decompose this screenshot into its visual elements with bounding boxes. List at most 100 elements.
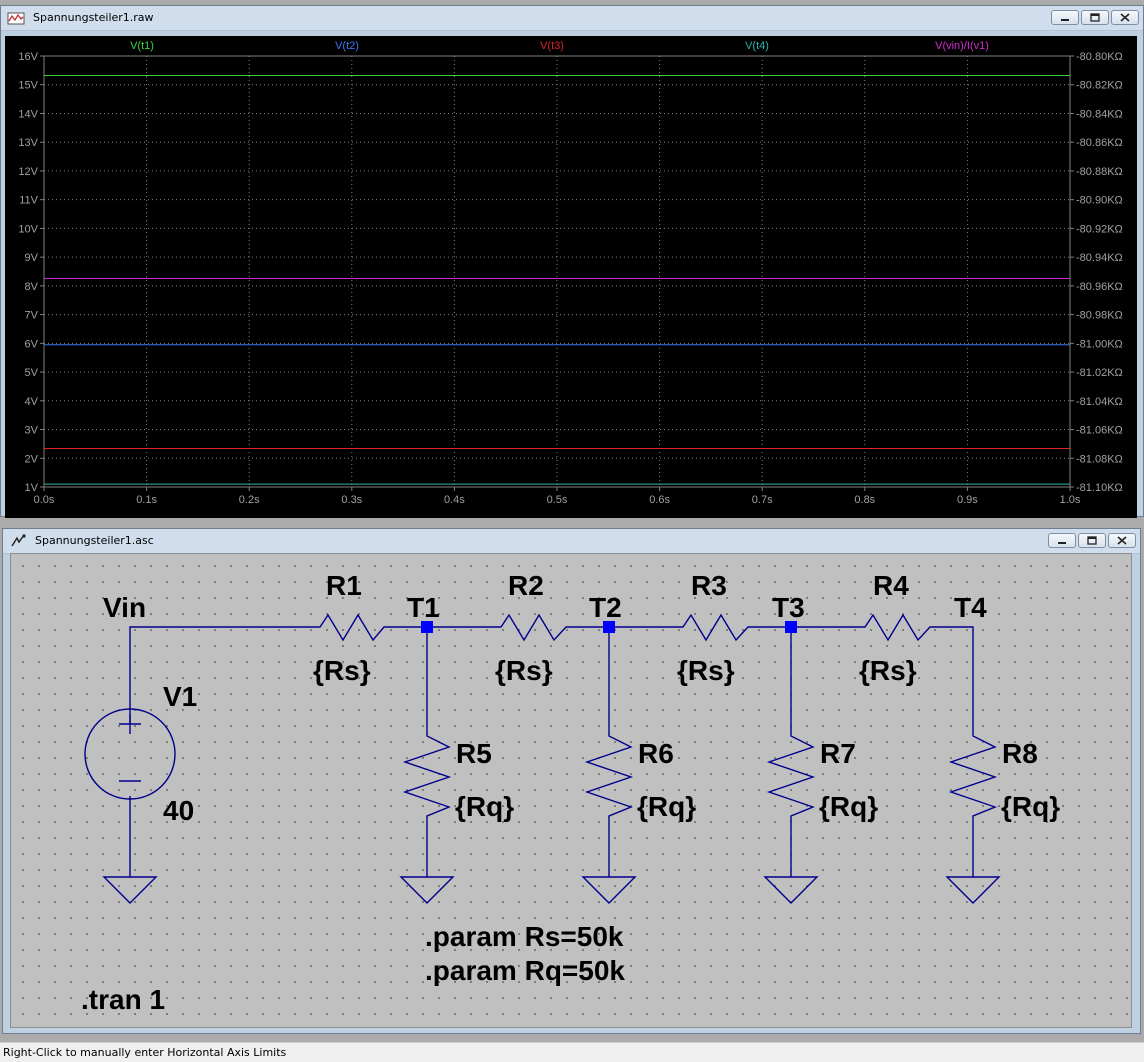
y-left-tick-label: 10V bbox=[18, 223, 38, 235]
resistor-r5[interactable] bbox=[402, 729, 452, 822]
restore-icon bbox=[1090, 13, 1100, 22]
label-r7[interactable]: R7 bbox=[820, 738, 856, 769]
restore-icon bbox=[1087, 536, 1097, 545]
y-right-tick-label: -81.08KΩ bbox=[1076, 453, 1123, 465]
waveform-viewer-icon bbox=[7, 12, 25, 25]
value-r8[interactable]: {Rq} bbox=[1001, 791, 1060, 822]
spice-directive-tran[interactable]: .tran 1 bbox=[81, 984, 165, 1015]
close-icon bbox=[1117, 536, 1127, 545]
close-button[interactable] bbox=[1111, 10, 1139, 25]
y-left-tick-label: 11V bbox=[19, 195, 38, 207]
close-button[interactable] bbox=[1108, 533, 1136, 548]
ground-icon bbox=[581, 876, 637, 904]
legend-v-vin-i-v1-: V(vin)/I(v1) bbox=[935, 40, 989, 52]
y-right-tick-label: -80.84KΩ bbox=[1076, 108, 1123, 120]
waveform-title-bar[interactable]: Spannungsteiler1.raw bbox=[1, 6, 1143, 31]
status-bar: Right-Click to manually enter Horizontal… bbox=[0, 1042, 1144, 1062]
y-left-tick-label: 4V bbox=[25, 396, 39, 408]
net-label-t3[interactable]: T3 bbox=[772, 592, 805, 623]
value-r2[interactable]: {Rs} bbox=[495, 655, 553, 686]
value-r7[interactable]: {Rq} bbox=[819, 791, 878, 822]
value-r4[interactable]: {Rs} bbox=[859, 655, 917, 686]
value-r1[interactable]: {Rs} bbox=[313, 655, 371, 686]
restore-button[interactable] bbox=[1081, 10, 1109, 25]
y-right-tick-label: -81.10KΩ bbox=[1076, 482, 1123, 494]
close-icon bbox=[1120, 13, 1130, 22]
value-r3[interactable]: {Rs} bbox=[677, 655, 735, 686]
net-label-vin[interactable]: Vin bbox=[103, 592, 146, 623]
plus-icon bbox=[119, 714, 141, 734]
value-r6[interactable]: {Rq} bbox=[637, 791, 696, 822]
x-tick-label: 0.5s bbox=[547, 494, 568, 506]
y-left-tick-label: 14V bbox=[18, 108, 38, 120]
label-r2[interactable]: R2 bbox=[508, 570, 544, 601]
minimize-button[interactable] bbox=[1051, 10, 1079, 25]
label-r6[interactable]: R6 bbox=[638, 738, 674, 769]
y-right-tick-label: -81.02KΩ bbox=[1076, 367, 1123, 379]
restore-button[interactable] bbox=[1078, 533, 1106, 548]
minimize-icon bbox=[1061, 18, 1069, 21]
y-right-tick-label: -80.94KΩ bbox=[1076, 252, 1123, 264]
x-tick-label: 0.1s bbox=[136, 494, 157, 506]
legend-v-t3-: V(t3) bbox=[540, 40, 564, 52]
value-v1[interactable]: 40 bbox=[163, 795, 194, 826]
label-v1[interactable]: V1 bbox=[163, 681, 197, 712]
label-r1[interactable]: R1 bbox=[326, 570, 362, 601]
schematic-canvas[interactable]: Vin R1 R2 R3 R4 T1 T2 T3 T4 {Rs} {Rs} {R… bbox=[10, 553, 1132, 1028]
junction-t1[interactable] bbox=[421, 621, 433, 633]
resistor-r7[interactable] bbox=[766, 729, 816, 822]
schematic-editor-icon bbox=[11, 534, 26, 547]
resistor-r3[interactable] bbox=[663, 613, 756, 642]
x-tick-label: 0.9s bbox=[957, 494, 978, 506]
label-r5[interactable]: R5 bbox=[456, 738, 492, 769]
value-r5[interactable]: {Rq} bbox=[455, 791, 514, 822]
schematic-window-title: Spannungsteiler1.asc bbox=[35, 534, 154, 547]
status-text: Right-Click to manually enter Horizontal… bbox=[3, 1046, 287, 1059]
spice-directive-param-rq[interactable]: .param Rq=50k bbox=[425, 955, 625, 986]
wire-vin[interactable] bbox=[129, 626, 301, 724]
schematic-drawing[interactable]: Vin R1 R2 R3 R4 T1 T2 T3 T4 {Rs} {Rs} {R… bbox=[11, 554, 1131, 1027]
label-r4[interactable]: R4 bbox=[873, 570, 909, 601]
y-left-tick-label: 13V bbox=[18, 137, 38, 149]
y-right-tick-label: -81.04KΩ bbox=[1076, 396, 1123, 408]
y-right-tick-label: -80.80KΩ bbox=[1076, 51, 1123, 63]
x-tick-label: 0.3s bbox=[341, 494, 362, 506]
y-left-tick-label: 1V bbox=[25, 482, 39, 494]
ground-icon bbox=[102, 876, 158, 904]
legend-v-t4-: V(t4) bbox=[745, 40, 769, 52]
net-label-t1[interactable]: T1 bbox=[407, 592, 440, 623]
label-r3[interactable]: R3 bbox=[691, 570, 727, 601]
y-right-tick-label: -80.82KΩ bbox=[1076, 80, 1123, 92]
x-tick-label: 0.8s bbox=[854, 494, 875, 506]
y-right-tick-label: -80.98KΩ bbox=[1076, 310, 1123, 322]
wire-r4-t4[interactable] bbox=[938, 626, 974, 729]
net-label-t4[interactable]: T4 bbox=[954, 592, 987, 623]
net-label-t2[interactable]: T2 bbox=[589, 592, 622, 623]
x-tick-label: 0.0s bbox=[34, 494, 55, 506]
y-right-tick-label: -80.88KΩ bbox=[1076, 166, 1123, 178]
y-right-tick-label: -80.86KΩ bbox=[1076, 137, 1123, 149]
y-left-tick-label: 3V bbox=[25, 425, 39, 437]
spice-directive-param-rs[interactable]: .param Rs=50k bbox=[425, 921, 624, 952]
ground-icon bbox=[399, 876, 455, 904]
schematic-title-bar[interactable]: Spannungsteiler1.asc bbox=[3, 529, 1140, 554]
x-tick-label: 0.2s bbox=[239, 494, 260, 506]
label-r8[interactable]: R8 bbox=[1002, 738, 1038, 769]
resistor-r1[interactable] bbox=[301, 613, 392, 642]
x-tick-label: 1.0s bbox=[1060, 494, 1081, 506]
y-left-tick-label: 12V bbox=[18, 166, 38, 178]
y-right-tick-label: -80.90KΩ bbox=[1076, 195, 1123, 207]
minimize-button[interactable] bbox=[1048, 533, 1076, 548]
resistor-r6[interactable] bbox=[584, 729, 634, 822]
y-left-tick-label: 6V bbox=[25, 338, 39, 350]
resistor-r4[interactable] bbox=[846, 613, 938, 642]
resistor-r8[interactable] bbox=[948, 729, 998, 822]
junction-t2[interactable] bbox=[603, 621, 615, 633]
voltage-source-v1[interactable] bbox=[84, 708, 176, 800]
junction-t3[interactable] bbox=[785, 621, 797, 633]
y-right-tick-label: -80.92KΩ bbox=[1076, 223, 1123, 235]
resistor-r2[interactable] bbox=[481, 613, 574, 642]
